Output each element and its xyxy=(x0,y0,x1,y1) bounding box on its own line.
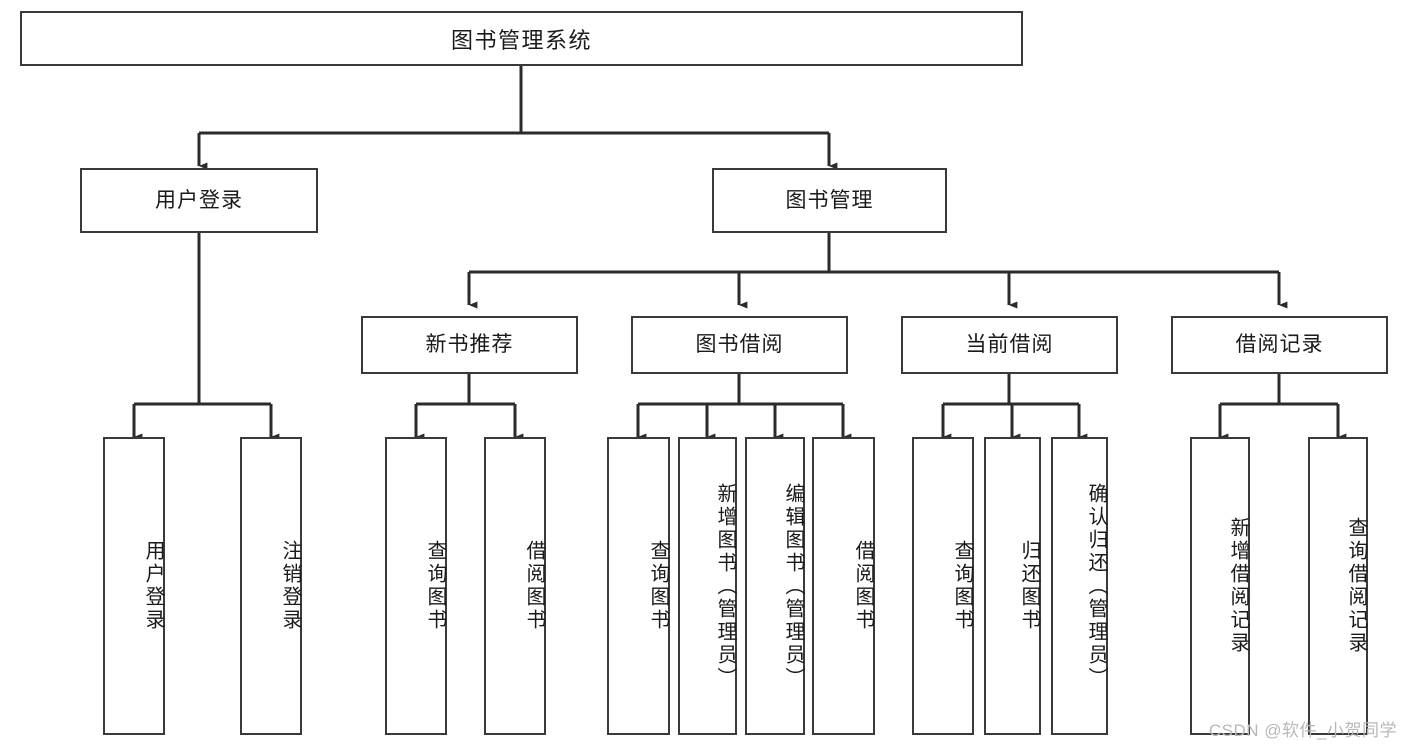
leaf-query-books-borrowing[interactable]: 查询图书 xyxy=(607,437,670,735)
leaf-query-borrow-record[interactable]: 查询借阅记录 xyxy=(1308,437,1368,735)
node-root-book-management-system[interactable]: 图书管理系统 xyxy=(20,11,1023,66)
node-label: 查询图书 xyxy=(951,540,973,632)
node-label: 编辑图书（管理员） xyxy=(782,482,804,690)
node-user-login[interactable]: 用户登录 xyxy=(80,168,318,233)
node-current-borrowing[interactable]: 当前借阅 xyxy=(901,316,1118,374)
node-label: 用户登录 xyxy=(142,540,164,632)
node-label: 新增借阅记录 xyxy=(1227,517,1249,655)
node-label: 图书管理 xyxy=(785,188,874,212)
node-borrowing-records[interactable]: 借阅记录 xyxy=(1171,316,1388,374)
node-label: 用户登录 xyxy=(155,188,243,212)
node-label: 查询图书 xyxy=(647,540,669,632)
leaf-add-book-admin[interactable]: 新增图书（管理员） xyxy=(678,437,737,735)
leaf-logout[interactable]: 注销登录 xyxy=(240,437,302,735)
leaf-borrow-book[interactable]: 借阅图书 xyxy=(812,437,875,735)
leaf-confirm-return-admin[interactable]: 确认归还（管理员） xyxy=(1051,437,1108,735)
leaf-add-borrow-record[interactable]: 新增借阅记录 xyxy=(1190,437,1250,735)
watermark-text: CSDN @软件_小贺同学 xyxy=(1208,721,1397,740)
leaf-user-login[interactable]: 用户登录 xyxy=(103,437,165,735)
node-label: 新增图书（管理员） xyxy=(714,482,736,690)
leaf-borrow-books-recommend[interactable]: 借阅图书 xyxy=(484,437,546,735)
leaf-return-book[interactable]: 归还图书 xyxy=(984,437,1041,735)
leaf-edit-book-admin[interactable]: 编辑图书（管理员） xyxy=(745,437,805,735)
node-label: 归还图书 xyxy=(1018,540,1040,632)
node-label: 当前借阅 xyxy=(965,333,1054,357)
node-label: 查询图书 xyxy=(424,540,446,632)
node-label: 图书借阅 xyxy=(695,333,784,357)
node-label: 借阅记录 xyxy=(1235,333,1324,357)
node-book-borrowing[interactable]: 图书借阅 xyxy=(631,316,848,374)
node-label: 查询借阅记录 xyxy=(1345,517,1367,655)
node-label: 确认归还（管理员） xyxy=(1085,482,1107,690)
node-new-book-recommendation[interactable]: 新书推荐 xyxy=(361,316,578,374)
node-label: 新书推荐 xyxy=(425,333,514,357)
leaf-query-books-recommend[interactable]: 查询图书 xyxy=(385,437,447,735)
node-label: 借阅图书 xyxy=(523,540,545,632)
node-book-management[interactable]: 图书管理 xyxy=(712,168,947,233)
node-label: 注销登录 xyxy=(279,540,301,632)
leaf-query-books-current[interactable]: 查询图书 xyxy=(912,437,974,735)
node-label: 借阅图书 xyxy=(852,540,874,632)
node-label: 图书管理系统 xyxy=(450,27,592,53)
